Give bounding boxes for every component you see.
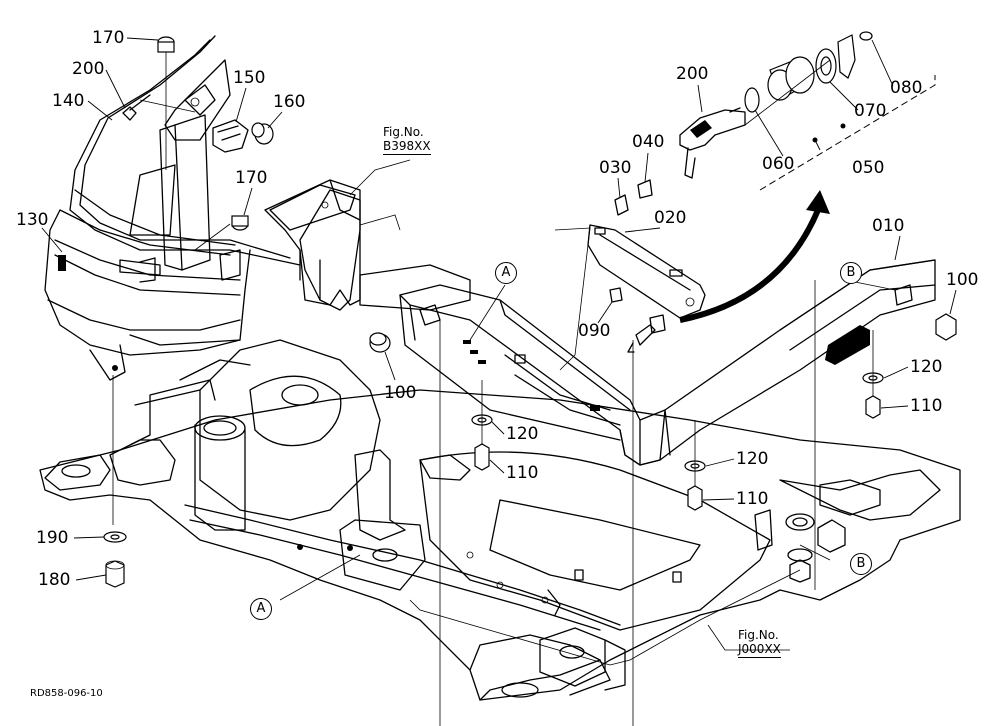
label-170-mid: 170 xyxy=(235,168,268,188)
label-120-center: 120 xyxy=(506,424,539,444)
label-110-right: 110 xyxy=(910,396,943,416)
label-130: 130 xyxy=(16,210,49,230)
label-100-left: 100 xyxy=(384,383,417,403)
label-120-bottom: 120 xyxy=(736,449,769,469)
bracket-b398xx xyxy=(264,159,411,306)
label-180: 180 xyxy=(38,570,71,590)
label-190: 190 xyxy=(36,528,69,548)
label-070: 070 xyxy=(854,101,887,121)
figref-top: Fig.No. B398XX xyxy=(383,125,431,155)
base-frame xyxy=(39,184,961,701)
label-110-bottom: 110 xyxy=(736,489,769,509)
label-050: 050 xyxy=(852,158,885,178)
label-100-right: 100 xyxy=(946,270,979,290)
figref-bottom-code: J000XX xyxy=(738,642,781,658)
figref-bottom-label: Fig.No. xyxy=(738,628,779,642)
label-200-left: 200 xyxy=(72,59,105,79)
label-080: 080 xyxy=(890,78,923,98)
marker-a-bottom: A xyxy=(250,598,272,620)
lock-plate-020 xyxy=(587,179,706,353)
label-040: 040 xyxy=(632,132,665,152)
counterweight-010 xyxy=(399,259,936,466)
guide-lines xyxy=(279,227,896,726)
drawing-code: RD858-096-10 xyxy=(30,688,103,699)
marker-b-top: B xyxy=(840,262,862,284)
label-030: 030 xyxy=(599,158,632,178)
marker-a-top: A xyxy=(495,262,517,284)
label-090: 090 xyxy=(578,321,611,341)
label-020: 020 xyxy=(654,208,687,228)
label-110-center: 110 xyxy=(506,463,539,483)
lock-assembly xyxy=(679,31,936,191)
label-150: 150 xyxy=(233,68,266,88)
figref-top-code: B398XX xyxy=(383,139,431,155)
label-140: 140 xyxy=(52,91,85,111)
figref-bottom: Fig.No. J000XX xyxy=(738,628,781,658)
curved-arrow xyxy=(679,190,830,323)
front-cover-group xyxy=(44,35,301,588)
label-120-right: 120 xyxy=(910,357,943,377)
label-010: 010 xyxy=(872,216,905,236)
figref-top-label: Fig.No. xyxy=(383,125,424,139)
label-060: 060 xyxy=(762,154,795,174)
label-160: 160 xyxy=(273,92,306,112)
marker-b-bottom: B xyxy=(850,553,872,575)
label-200-right: 200 xyxy=(676,64,709,84)
label-170-top: 170 xyxy=(92,28,125,48)
